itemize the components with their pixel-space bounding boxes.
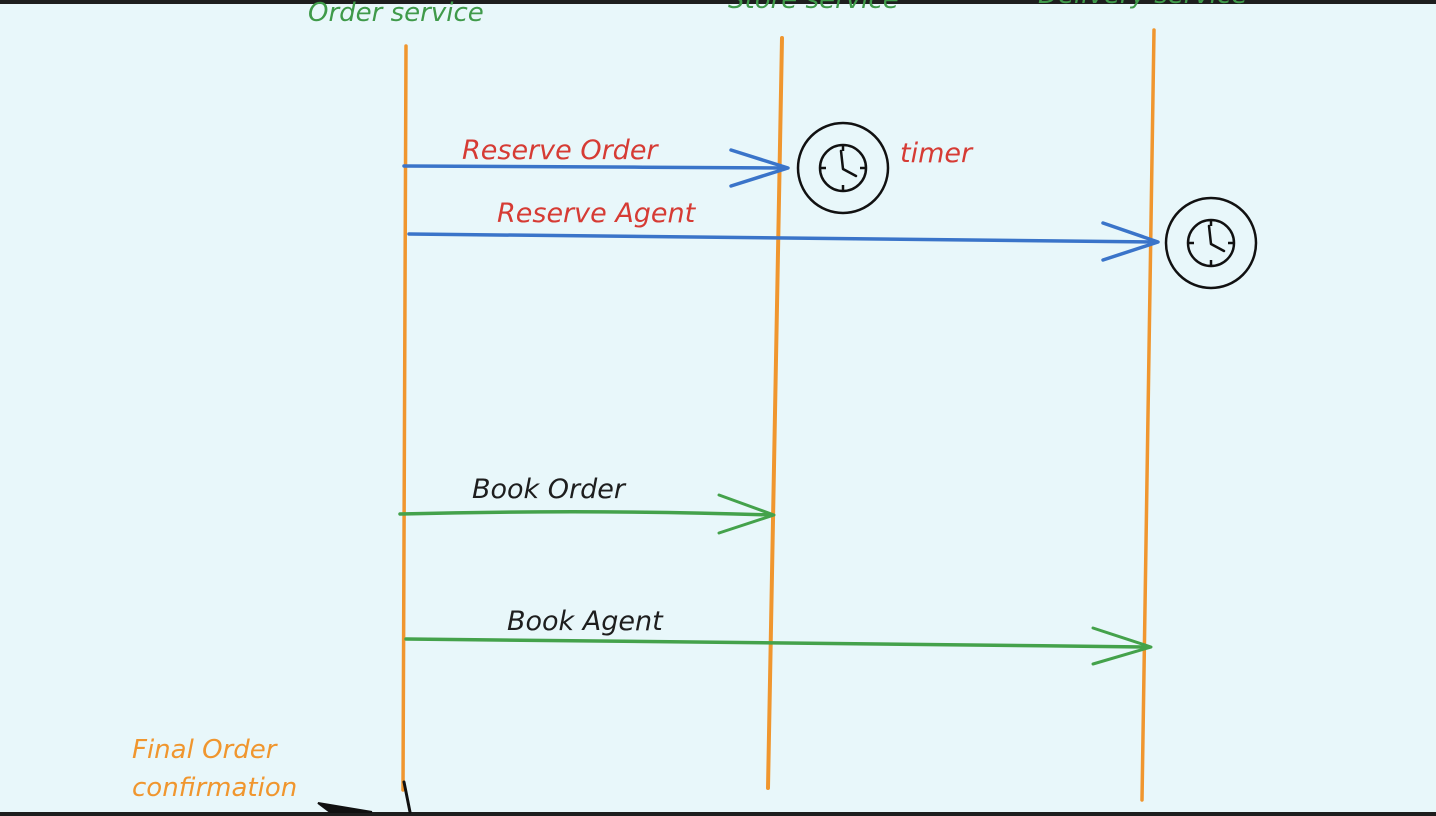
lifeline-order-service <box>401 44 408 792</box>
message-arrow-line <box>404 637 1151 649</box>
partial-arrow-head <box>317 802 373 813</box>
lifeline-title-order-service: Order service <box>308 0 484 28</box>
message-reserve-order: Reserve Order <box>402 135 790 188</box>
final-note-line-2: confirmation <box>132 773 297 803</box>
partial-arrow-stroke <box>402 780 412 814</box>
final-order-confirmation-note: Final Order confirmation <box>132 735 412 814</box>
message-arrow-head <box>717 493 776 535</box>
canvas-background <box>0 4 1436 812</box>
lifeline-delivery-service <box>1140 28 1156 802</box>
bottom-frame-strip <box>0 812 1436 816</box>
message-arrow-head <box>729 148 790 188</box>
message-reserve-agent: Reserve Agent <box>407 198 1160 262</box>
message-label: Reserve Agent <box>497 198 697 229</box>
message-book-agent: Book Agent <box>404 606 1153 666</box>
clock-icon <box>1164 196 1258 290</box>
message-label: Book Order <box>472 474 627 505</box>
message-arrow-head <box>1091 626 1153 666</box>
final-note-line-1: Final Order <box>132 735 279 765</box>
store-timer: timer <box>796 121 974 215</box>
clock-icon <box>796 121 890 215</box>
timer-label: timer <box>900 138 974 169</box>
lifeline-title-delivery-service: Delivery service <box>1038 0 1247 10</box>
message-book-order: Book Order <box>398 474 776 535</box>
message-label: Book Agent <box>507 606 664 637</box>
delivery-timer <box>1164 196 1258 290</box>
message-arrow-line <box>402 164 788 170</box>
lifeline-store-service <box>766 36 784 790</box>
message-label: Reserve Order <box>462 135 659 166</box>
message-arrow-head <box>1101 221 1160 262</box>
message-arrow-line <box>407 232 1158 244</box>
lifeline-title-store-service: Store service <box>728 0 899 15</box>
message-arrow-line <box>398 510 774 517</box>
top-frame-strip <box>0 0 1436 4</box>
